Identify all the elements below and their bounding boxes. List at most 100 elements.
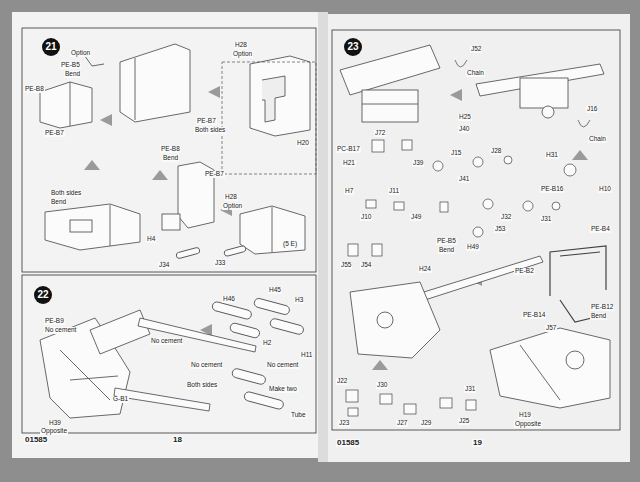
small-part [348, 244, 358, 256]
shield-plate [262, 76, 285, 122]
gun-drawing [253, 297, 290, 315]
part-label: H28 [234, 42, 248, 49]
step-frame [22, 28, 620, 433]
part-label: Both sides [186, 382, 218, 389]
gun-drawing [70, 376, 118, 380]
step-label: 21 [45, 42, 56, 52]
assembly-arrow [152, 170, 168, 180]
sheet-page [12, 12, 630, 462]
part-label: PE-B5 [60, 62, 81, 69]
gun-drawing [520, 78, 568, 108]
assembly-arrow [450, 89, 462, 101]
sheet-page [12, 12, 323, 458]
small-part [504, 156, 512, 164]
part-label: H4 [146, 236, 156, 243]
part-label: J53 [494, 226, 506, 233]
shield-plate [162, 214, 180, 230]
small-part [372, 244, 382, 256]
step-frame [22, 275, 316, 433]
part-label: Make two [268, 386, 298, 393]
part-label: PE-B5 [436, 238, 457, 245]
shield-plate [240, 206, 305, 254]
chain-line [455, 60, 590, 127]
step-number: 22 [34, 286, 52, 304]
part-label: PE-B7 [204, 171, 225, 178]
part-label: PE-B14 [522, 312, 546, 319]
part-label: Option [232, 51, 253, 58]
shield-frame [550, 246, 606, 296]
part-label: Bend [162, 155, 179, 162]
part-label: PE-B12 [590, 304, 614, 311]
small-part [433, 161, 443, 171]
step-label: 22 [37, 290, 48, 300]
small-part [394, 202, 404, 210]
small-part [564, 164, 576, 176]
gun-drawing [362, 90, 418, 122]
part-label: J52 [470, 46, 482, 53]
part-label: PE-B2 [514, 268, 535, 275]
part-label: Tube [290, 412, 307, 419]
step-number: 23 [344, 38, 362, 56]
assembly-arrow [84, 160, 100, 170]
page-number: 19 [472, 439, 483, 447]
part-label: Chain [588, 136, 607, 143]
small-part [402, 140, 412, 150]
gun-drawing [211, 301, 252, 320]
chain-line [578, 120, 590, 127]
part-label: No cement [44, 327, 77, 334]
part-label: Both sides [194, 127, 226, 134]
part-label: PE-B9 [44, 318, 65, 325]
part-label: J23 [338, 420, 350, 427]
part-label: J27 [396, 420, 408, 427]
part-label: H39 [48, 420, 62, 427]
shield-plate [70, 82, 71, 126]
part-label: PE-B7 [44, 130, 65, 137]
sheet-page [318, 12, 328, 462]
page-number: 01585 [24, 436, 48, 444]
part-label: Option [70, 50, 91, 57]
part-label: J10 [360, 214, 372, 221]
assembly-arrow [372, 360, 388, 370]
part-label: J22 [336, 378, 348, 385]
part-label: H28 [224, 194, 238, 201]
part-label: H24 [418, 266, 432, 273]
small-part [440, 398, 452, 408]
shield-plate [176, 247, 201, 259]
part-label: J55 [340, 262, 352, 269]
part-label: J15 [450, 150, 462, 157]
small-part [366, 200, 376, 208]
shield-plate [40, 44, 310, 259]
small-part [404, 404, 416, 414]
part-label: PE-B16 [540, 186, 564, 193]
part-label: Bend [590, 313, 607, 320]
small-part [483, 199, 493, 209]
page-number: 01585 [336, 439, 360, 447]
part-label: H19 [518, 412, 532, 419]
part-label: J40 [458, 126, 470, 133]
part-label: H49 [466, 244, 480, 251]
part-label: H25 [458, 114, 472, 121]
small-part [372, 140, 384, 152]
shield-plate [224, 245, 247, 256]
shield-plate [110, 205, 111, 246]
part-label: J29 [420, 420, 432, 427]
gun-drawing [490, 328, 610, 408]
option-box [222, 62, 316, 174]
part-label: J39 [412, 160, 424, 167]
gun-drawing [566, 351, 584, 369]
part-label: PE-B7 [196, 118, 217, 125]
step-number: 21 [42, 38, 60, 56]
small-part [523, 201, 533, 211]
part-label: J33 [214, 260, 226, 267]
part-label: J25 [458, 418, 470, 425]
part-label: G-B1 [112, 396, 129, 403]
small-part [440, 202, 448, 212]
gun-drawing [40, 45, 610, 418]
small-part [552, 202, 560, 210]
gun-drawing [350, 282, 440, 358]
part-label: J41 [458, 176, 470, 183]
shield-plate [135, 58, 136, 120]
part-label: H20 [296, 140, 310, 147]
